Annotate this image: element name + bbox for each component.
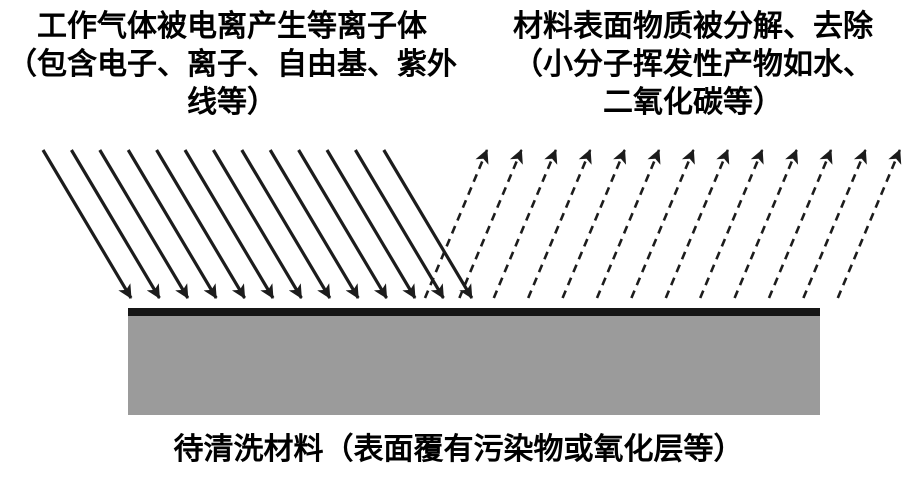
incoming-arrow xyxy=(212,149,303,299)
products-label-line-3: 二氧化碳等） xyxy=(603,86,783,119)
outgoing-arrow xyxy=(527,149,592,299)
outgoing-arrow xyxy=(561,149,627,299)
incoming-arrow xyxy=(126,149,218,299)
incoming-arrow xyxy=(98,149,190,299)
incoming-plasma-arrows xyxy=(41,149,474,299)
outgoing-arrow xyxy=(492,149,558,299)
incoming-arrow xyxy=(354,149,445,299)
outgoing-arrow xyxy=(595,149,661,299)
outgoing-products-arrows xyxy=(423,149,902,299)
products-label: 材料表面物质被分解、去除 （小分子挥发性产物如水、 二氧化碳等） xyxy=(474,8,912,122)
outgoing-arrow xyxy=(836,149,902,299)
products-label-line-2: （小分子挥发性产物如水、 xyxy=(513,48,873,81)
outgoing-arrow xyxy=(767,149,833,299)
incoming-arrow xyxy=(268,149,360,299)
outgoing-arrow xyxy=(664,149,730,299)
plasma-label-line-1: 工作气体被电离产生等离子体 xyxy=(37,10,427,43)
products-label-line-1: 材料表面物质被分解、去除 xyxy=(513,10,873,43)
incoming-arrow xyxy=(155,149,246,299)
outgoing-arrow xyxy=(733,149,799,299)
outgoing-arrow xyxy=(458,149,523,299)
incoming-arrow xyxy=(183,149,275,299)
plasma-label-line-2: （包含电子、离子、自由基、紫外 xyxy=(7,48,457,81)
outgoing-arrow xyxy=(699,149,764,299)
incoming-arrow xyxy=(325,149,417,299)
outgoing-arrow xyxy=(802,149,867,299)
incoming-arrow xyxy=(297,149,388,299)
substrate-block xyxy=(128,308,820,415)
outgoing-arrow xyxy=(630,149,695,299)
incoming-arrow xyxy=(70,149,161,299)
incoming-arrow xyxy=(240,149,332,299)
plasma-label: 工作气体被电离产生等离子体 （包含电子、离子、自由基、紫外 线等） xyxy=(6,8,458,122)
substrate-caption: 待清洗材料（表面覆有污染物或氧化层等） xyxy=(173,433,744,466)
incoming-arrow xyxy=(41,149,133,299)
outgoing-arrow xyxy=(423,149,489,299)
incoming-arrow xyxy=(382,149,474,299)
plasma-label-line-3: 线等） xyxy=(187,86,277,119)
